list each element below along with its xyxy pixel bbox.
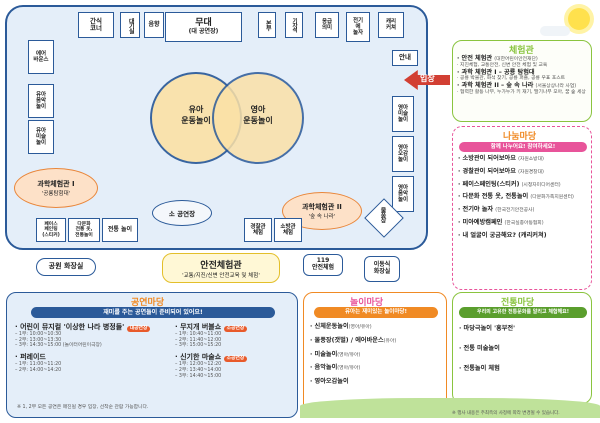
perf-magic-time-1: – 1부: 12:00~12:20 bbox=[175, 362, 222, 368]
booth-electricity[interactable]: 전기 에 놀자 bbox=[346, 12, 370, 42]
booth-caricature[interactable]: 캐리 커쳐 bbox=[378, 12, 404, 38]
small-stage[interactable]: 소 공연장 bbox=[152, 200, 212, 226]
park-restroom[interactable]: 공원 화장실 bbox=[36, 258, 96, 276]
section-sharing-title: 나눔마당 bbox=[503, 132, 537, 142]
booth-toddler-art[interactable]: 유아 미술 놀이 bbox=[28, 120, 54, 154]
circle-left-label: 유아 운동놀이 bbox=[181, 105, 211, 125]
perf-musical-time-1: – 1부: 10:00~10:30 bbox=[15, 331, 62, 337]
exp-sub-safety: · 지진체험, 교통안전, 신변 안전 체험 및 교육 bbox=[457, 62, 548, 68]
play-item-physical: · 신체운동놀이(영아/유아) bbox=[310, 323, 372, 330]
footer-note: ※ 행사 내용은 주최측의 사정에 따라 변경될 수 있습니다. bbox=[452, 411, 560, 416]
section-experience-title: 체험관 bbox=[509, 46, 534, 56]
section-performance-title: 공연마당 bbox=[131, 298, 165, 308]
sharing-item-electricity: · 전기야 놀자 (한국전기안전공사) bbox=[458, 206, 535, 213]
perf-magic-time-3: – 3부: 14:40~15:00 bbox=[175, 373, 222, 379]
guide-booth[interactable]: 안내 bbox=[392, 50, 418, 66]
booth-sound[interactable]: 음향 bbox=[144, 12, 164, 38]
entrance-arrow[interactable] bbox=[404, 70, 450, 90]
cloud-icon bbox=[540, 26, 570, 36]
section-play-banner: 유아는 재미있는 놀이마당! bbox=[314, 307, 438, 318]
play-item-art: · 미술놀이(영아/유아) bbox=[310, 350, 361, 358]
section-play: 놀이마당 유아는 재미있는 놀이마당! · 신체운동놀이(영아/유아) · 물풍… bbox=[303, 292, 447, 418]
section-tradition-title: 전통마당 bbox=[501, 298, 535, 308]
science-hall-2-title: 과학체험관 II bbox=[302, 203, 342, 211]
perf-tag-small: 소공연장 bbox=[223, 326, 248, 332]
sharing-item-firefighter: · 소방관이 되어보아요 (자원소방대) bbox=[458, 155, 544, 162]
bubble-label: 물풍장 bbox=[379, 207, 386, 222]
exp-item-science1: · 과학 체험관 I – 공룡 탐험대 bbox=[457, 68, 535, 76]
booth-police[interactable]: 경찰관 체험 bbox=[244, 218, 272, 242]
booth-firstaid[interactable]: 응급 의미 bbox=[315, 12, 339, 38]
booth-air-bounce[interactable]: 에어 바운스 bbox=[28, 40, 54, 74]
sharing-item-police: · 경찰관이 되어보아요 (자원경찰대) bbox=[458, 167, 544, 175]
section-experience: 체험관 · 안전 체험관 (대한어린이안전재단) · 지진체험, 교통안전, 신… bbox=[452, 40, 592, 122]
perf-parade: · 퍼레이드 bbox=[15, 353, 46, 362]
safety-hall-title: 안전체험관 bbox=[200, 260, 242, 271]
perf-magic-time-2: – 2부: 13:40~14:00 bbox=[175, 367, 222, 373]
science-hall-1[interactable]: 과학체험관 I '공룡탐험대' bbox=[14, 168, 98, 208]
sun-icon bbox=[568, 8, 590, 30]
mobile-restroom[interactable]: 이동식 화장실 bbox=[364, 256, 400, 282]
section-tradition: 전통마당 우리의 고유한 전통문화를 알리고 체험해요! · 마당극놀이 '흥부… bbox=[452, 292, 592, 404]
science-hall-2-subtitle: '숲 속 나라' bbox=[308, 214, 336, 220]
booth-toddler-music[interactable]: 유아 음악 놀이 bbox=[28, 84, 54, 118]
perf-note: ※ 1, 2부 모든 공연은 매진될 경우 입장, 선착순 관람 가능합니다. bbox=[17, 405, 149, 410]
stage-box[interactable]: 무대 (대 공연장) bbox=[165, 12, 242, 42]
play-item-music: · 음악놀이(영아/유아) bbox=[310, 364, 361, 372]
section-sharing: 나눔마당 함께 나누어요! 참여하세요! · 소방관이 되어보아요 (자원소방대… bbox=[452, 126, 592, 290]
booth-traditional-play[interactable]: 전통 놀이 bbox=[102, 218, 138, 242]
perf-bubble-show: · 무지개 버블쇼 소공연장 bbox=[175, 323, 293, 332]
hotline-119[interactable]: 119 안전체험 bbox=[303, 254, 343, 276]
booth-hq[interactable]: 본부 bbox=[258, 12, 276, 38]
perf-musical-time-3: – 3부: 14:30~15:00 (놀이터어린이극장) bbox=[15, 343, 102, 349]
perf-tag-small-2: 소공연장 bbox=[223, 356, 248, 363]
exp-item-safety: · 안전 체험관 (대한어린이안전재단) bbox=[457, 55, 538, 62]
sharing-item-caricature: · 내 얼굴이 궁금해요? (캐리커쳐) bbox=[458, 231, 547, 239]
exp-item-science2: · 과학 체험관 II – 숲 속 나라 (서울상상나라 사업) bbox=[457, 82, 577, 89]
sharing-item-missing-child: · 미아예방캠페인 (한국실종아동협회) bbox=[458, 218, 544, 226]
tradition-item-play: · 마당극놀이 '흥부전' bbox=[459, 325, 515, 332]
section-performance: 공연마당 재미를 주는 공연들이 준비되어 있어요! · 어린이 뮤지컬 '이상… bbox=[6, 292, 298, 418]
exp-sub-science1: · 공룡 박물관, 화석 찾기, 공룡 퍼즐, 공룡 우표 포스트 bbox=[457, 76, 566, 82]
science-hall-1-title: 과학체험관 I bbox=[37, 180, 75, 188]
stage-title: 무대 bbox=[195, 17, 212, 28]
section-performance-banner: 재미를 주는 공연들이 준비되어 있어요! bbox=[31, 307, 275, 318]
entrance-label: 입장 bbox=[420, 74, 435, 83]
section-tradition-banner: 우리의 고유한 전통문화를 알리고 체험해요! bbox=[459, 307, 587, 318]
booth-face-painting[interactable]: 페이스 페인팅 (스티커) bbox=[36, 218, 66, 242]
perf-musical: · 어린이 뮤지컬 '이상한 나라 병정들' 대공연장 bbox=[15, 323, 165, 332]
booth-firefighter[interactable]: 소방관 체험 bbox=[274, 218, 302, 242]
perf-parade-time-1: – 1부: 11:00~11:20 bbox=[15, 361, 62, 367]
stage-subtitle: (대 공연장) bbox=[188, 27, 219, 35]
safety-hall[interactable]: 안전체험관 '교통/지진/신변 안전교육 및 체험' bbox=[162, 253, 280, 283]
perf-bubble-time-1: – 1부: 10:40~11:00 bbox=[175, 331, 222, 337]
perf-bubble-time-3: – 3부: 15:00~15:20 bbox=[175, 343, 222, 349]
booth-press[interactable]: 기자석 bbox=[285, 12, 303, 38]
perf-tag-main: 대공연장 bbox=[126, 326, 151, 332]
perf-bubble-time-2: – 2부: 11:40~12:00 bbox=[175, 337, 222, 343]
play-item-bubble: · 물풍장(갯벌) / 에어바운스(유아) bbox=[310, 336, 397, 344]
sharing-item-face-painting: · 페이스페인팅(스티커) (시청자미디어센터) bbox=[458, 180, 561, 188]
grass-decoration bbox=[300, 398, 600, 418]
play-item-senses: · 영아오감놀이 bbox=[310, 378, 349, 385]
tradition-item-art: · 전통 미술놀이 bbox=[459, 344, 500, 352]
section-play-title: 놀이마당 bbox=[350, 298, 384, 308]
section-sharing-banner: 함께 나누어요! 참여하세요! bbox=[459, 142, 587, 152]
booth-infant-art[interactable]: 영아 미술 놀이 bbox=[392, 96, 414, 132]
safety-hall-subtitle: '교통/지진/신변 안전교육 및 체험' bbox=[182, 272, 260, 279]
tradition-item-experience: · 전통놀이 체험 bbox=[459, 364, 500, 372]
booth-infant-senses[interactable]: 영아 오감 놀이 bbox=[392, 136, 414, 172]
perf-musical-time-2: – 2부: 13:00~13:30 bbox=[15, 337, 62, 343]
exp-sub-science2: · 협력한 활동 나무, 누가누가 키 재기, 딸기나무 모아, 꿈 숲 세상 bbox=[457, 89, 586, 95]
science-hall-1-subtitle: '공룡탐험대' bbox=[41, 191, 71, 197]
booth-multicultural[interactable]: 다문화 전통 옷, 전통놀이 bbox=[68, 218, 100, 242]
booth-snack[interactable]: 간식 코너 bbox=[78, 12, 114, 38]
circle-infant-exercise[interactable] bbox=[212, 72, 304, 164]
booth-infant-music[interactable]: 영아 음악 놀이 bbox=[392, 176, 414, 212]
sharing-item-multicultural: · 다문화 전통 옷, 전통놀이 (다문화가족지원센터) bbox=[458, 193, 574, 201]
booth-waiting-room[interactable]: 대기실 bbox=[120, 12, 140, 38]
perf-magic-show: · 신기한 마술쇼 소공연장 bbox=[175, 353, 293, 363]
circle-right-label: 영아 운동놀이 bbox=[243, 105, 273, 125]
perf-parade-time-2: – 2부: 14:00~14:20 bbox=[15, 367, 62, 373]
